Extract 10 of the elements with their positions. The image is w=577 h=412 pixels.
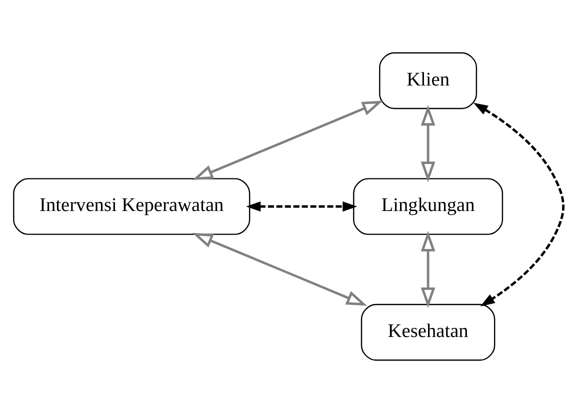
- arrow: [192, 232, 368, 306]
- node-box: Intervensi Keperawatan: [13, 178, 250, 234]
- node-box: Lingkungan: [353, 178, 504, 234]
- arrow: [473, 102, 565, 306]
- node-box: Kesehatan: [360, 303, 496, 360]
- arrow: [192, 100, 383, 180]
- arrow: [420, 104, 436, 182]
- arrow: [246, 200, 358, 212]
- arrow: [420, 230, 436, 308]
- node-box: Klien: [379, 52, 478, 109]
